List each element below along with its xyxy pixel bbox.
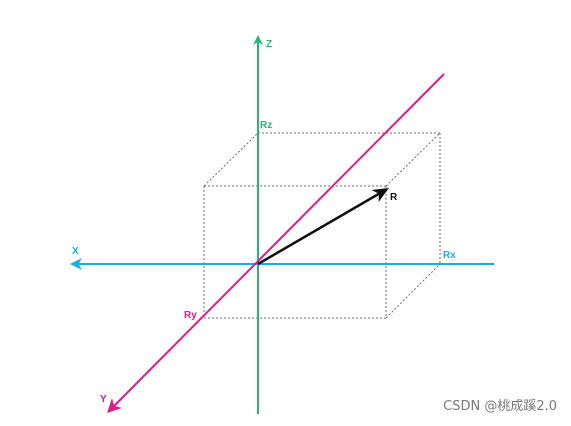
z-axis-label: Z [266, 39, 272, 50]
box-edge [385, 263, 441, 319]
x-axis-label: X [72, 246, 79, 257]
y-axis [107, 73, 445, 413]
vector-r [257, 187, 389, 266]
box-edge [203, 132, 259, 187]
box-edge [385, 132, 441, 187]
rz-label: Rz [260, 120, 272, 131]
rx-label: Rx [443, 250, 456, 261]
projection-box [203, 132, 441, 319]
y-axis-label: Y [100, 394, 107, 405]
ry-label: Ry [184, 310, 197, 321]
r-label: R [390, 192, 398, 203]
watermark: CSDN @桃成蹊2.0 [443, 399, 557, 414]
